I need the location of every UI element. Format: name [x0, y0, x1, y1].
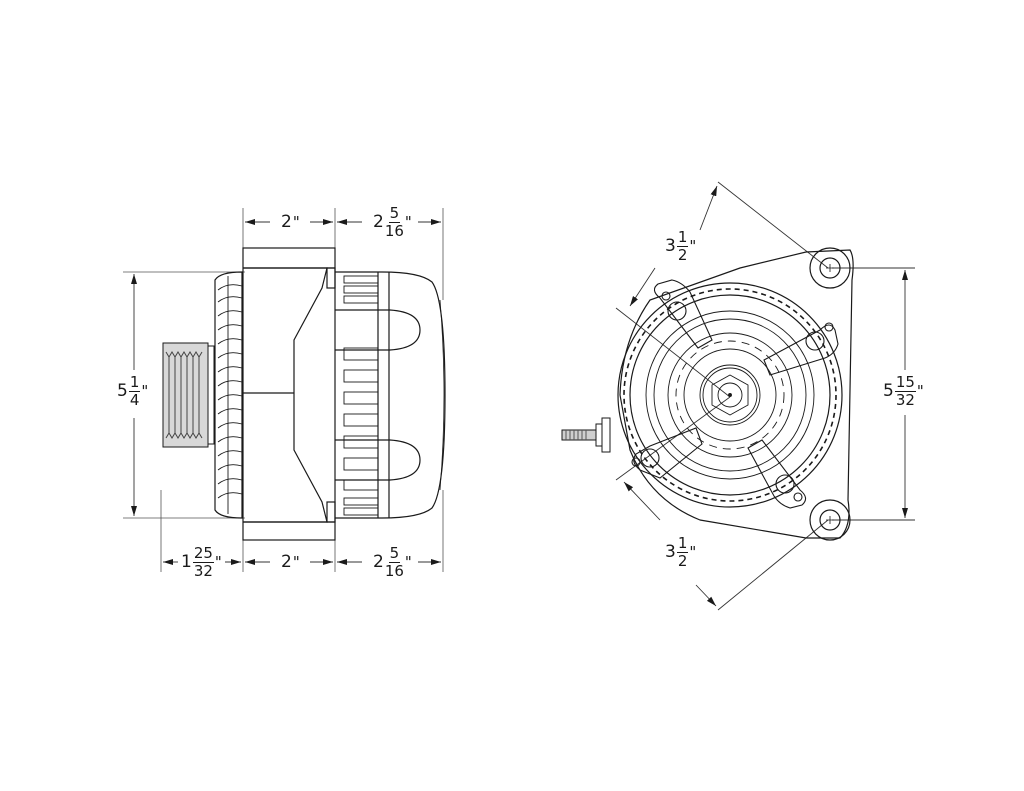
dim-denominator: 4 — [129, 391, 140, 409]
front-fan — [214, 271, 243, 519]
inch-mark: " — [404, 553, 412, 571]
dim-numerator: 25 — [192, 544, 214, 563]
dim-numerator: 5 — [388, 204, 401, 223]
dim-denominator: 2 — [677, 552, 688, 570]
dim-numerator: 1 — [676, 534, 689, 553]
dim-denominator: 32 — [193, 562, 213, 580]
dim-whole: 2 — [373, 552, 384, 572]
dim-value: 2 — [281, 212, 292, 232]
inch-mark: " — [214, 553, 222, 571]
dim-denominator: 16 — [384, 562, 404, 580]
cross-arms — [631, 279, 839, 509]
dim-whole: 5 — [883, 381, 894, 401]
front-housing — [242, 247, 336, 541]
rotor — [667, 332, 793, 458]
dim-whole: 3 — [665, 542, 676, 562]
extension-lines — [123, 208, 444, 572]
side-view — [123, 208, 446, 572]
mount-bracket — [619, 247, 854, 541]
dim-whole: 2 — [373, 212, 384, 232]
inch-mark: " — [292, 213, 300, 231]
dimension-lines — [131, 219, 441, 565]
dim-denominator: 16 — [384, 222, 404, 240]
dim-side-top-left: 2" — [278, 214, 303, 231]
inch-mark: " — [292, 553, 300, 571]
dim-denominator: 2 — [677, 246, 688, 264]
output-terminal — [561, 417, 611, 453]
dim-numerator: 5 — [388, 544, 401, 563]
inch-mark: " — [689, 237, 697, 255]
inch-mark: " — [916, 382, 924, 400]
dim-whole: 5 — [117, 381, 128, 401]
dim-side-bottom-mid: 2" — [278, 554, 303, 571]
dim-denominator: 32 — [895, 391, 915, 409]
rear-housing — [335, 271, 446, 519]
housing-ring — [617, 282, 843, 508]
dim-numerator: 15 — [894, 373, 916, 392]
dim-whole: 1 — [181, 552, 192, 572]
pulley — [162, 342, 215, 448]
inch-mark: " — [689, 543, 697, 561]
front-dimension-lines — [615, 181, 915, 611]
dim-numerator: 1 — [128, 373, 141, 392]
inch-mark: " — [404, 213, 412, 231]
dim-value: 2 — [281, 552, 292, 572]
front-view — [561, 181, 915, 611]
inch-mark: " — [141, 382, 149, 400]
dim-whole: 3 — [665, 236, 676, 256]
dim-numerator: 1 — [676, 228, 689, 247]
